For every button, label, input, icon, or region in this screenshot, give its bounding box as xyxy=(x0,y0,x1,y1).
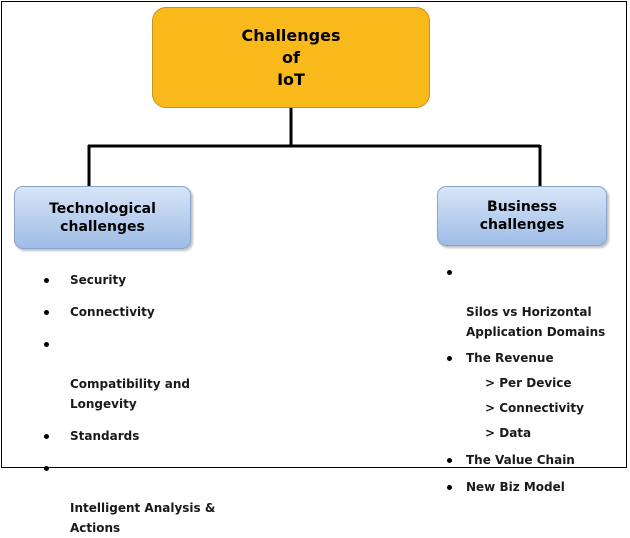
bullet-icon xyxy=(447,485,452,490)
bullet-icon xyxy=(44,342,49,347)
bullet-icon xyxy=(44,278,49,283)
connector-lines xyxy=(87,108,542,187)
list-item-text: New Biz Model xyxy=(466,480,565,494)
list-item: Intelligent Analysis & Actions xyxy=(44,458,244,538)
business-challenges-node: Business challenges xyxy=(437,186,607,246)
technological-challenges-node: Technological challenges xyxy=(14,186,191,249)
bullet-icon xyxy=(44,310,49,315)
sub-list-item-text: > Per Device xyxy=(485,376,572,390)
bullet-icon xyxy=(44,434,49,439)
list-item-text: Standards xyxy=(70,429,140,443)
root-node: Challenges of IoT xyxy=(152,7,430,108)
sub-list-item: > Data xyxy=(447,423,627,443)
list-item-text: The Value Chain xyxy=(466,453,575,467)
business-challenges-label: Business challenges xyxy=(479,199,565,233)
list-item-text: Connectivity xyxy=(70,305,155,319)
list-item-text: Intelligent Analysis & Actions xyxy=(70,501,216,535)
list-item-text: Compatibility and Longevity xyxy=(70,377,190,411)
list-item-text: Silos vs Horizontal Application Domains xyxy=(466,305,606,339)
technological-challenges-label: Technological challenges xyxy=(49,200,156,235)
bullet-icon xyxy=(447,270,452,275)
sub-list-item-text: > Data xyxy=(485,426,532,440)
sub-list-item: > Connectivity xyxy=(447,398,627,418)
bullet-icon xyxy=(44,466,49,471)
list-item: Standards xyxy=(44,426,244,446)
list-item: New Biz Model xyxy=(447,477,627,497)
diagram-frame xyxy=(1,1,627,468)
technological-challenges-list: Security Connectivity Compatibility and … xyxy=(44,270,244,538)
list-item: The Revenue xyxy=(447,348,627,368)
list-item: Security xyxy=(44,270,244,290)
root-title: Challenges of IoT xyxy=(241,25,341,89)
list-item: Compatibility and Longevity xyxy=(44,334,244,414)
bullet-icon xyxy=(447,356,452,361)
sub-list-item-text: > Connectivity xyxy=(485,401,584,415)
list-item-text: Security xyxy=(70,273,127,287)
sub-list-item: > Per Device xyxy=(447,373,627,393)
bullet-icon xyxy=(447,458,452,463)
list-item: The Value Chain xyxy=(447,450,627,470)
list-item: Connectivity xyxy=(44,302,244,322)
business-challenges-list: Silos vs Horizontal Application Domains … xyxy=(447,262,627,497)
list-item: Silos vs Horizontal Application Domains xyxy=(447,262,627,342)
list-item-text: The Revenue xyxy=(466,351,554,365)
